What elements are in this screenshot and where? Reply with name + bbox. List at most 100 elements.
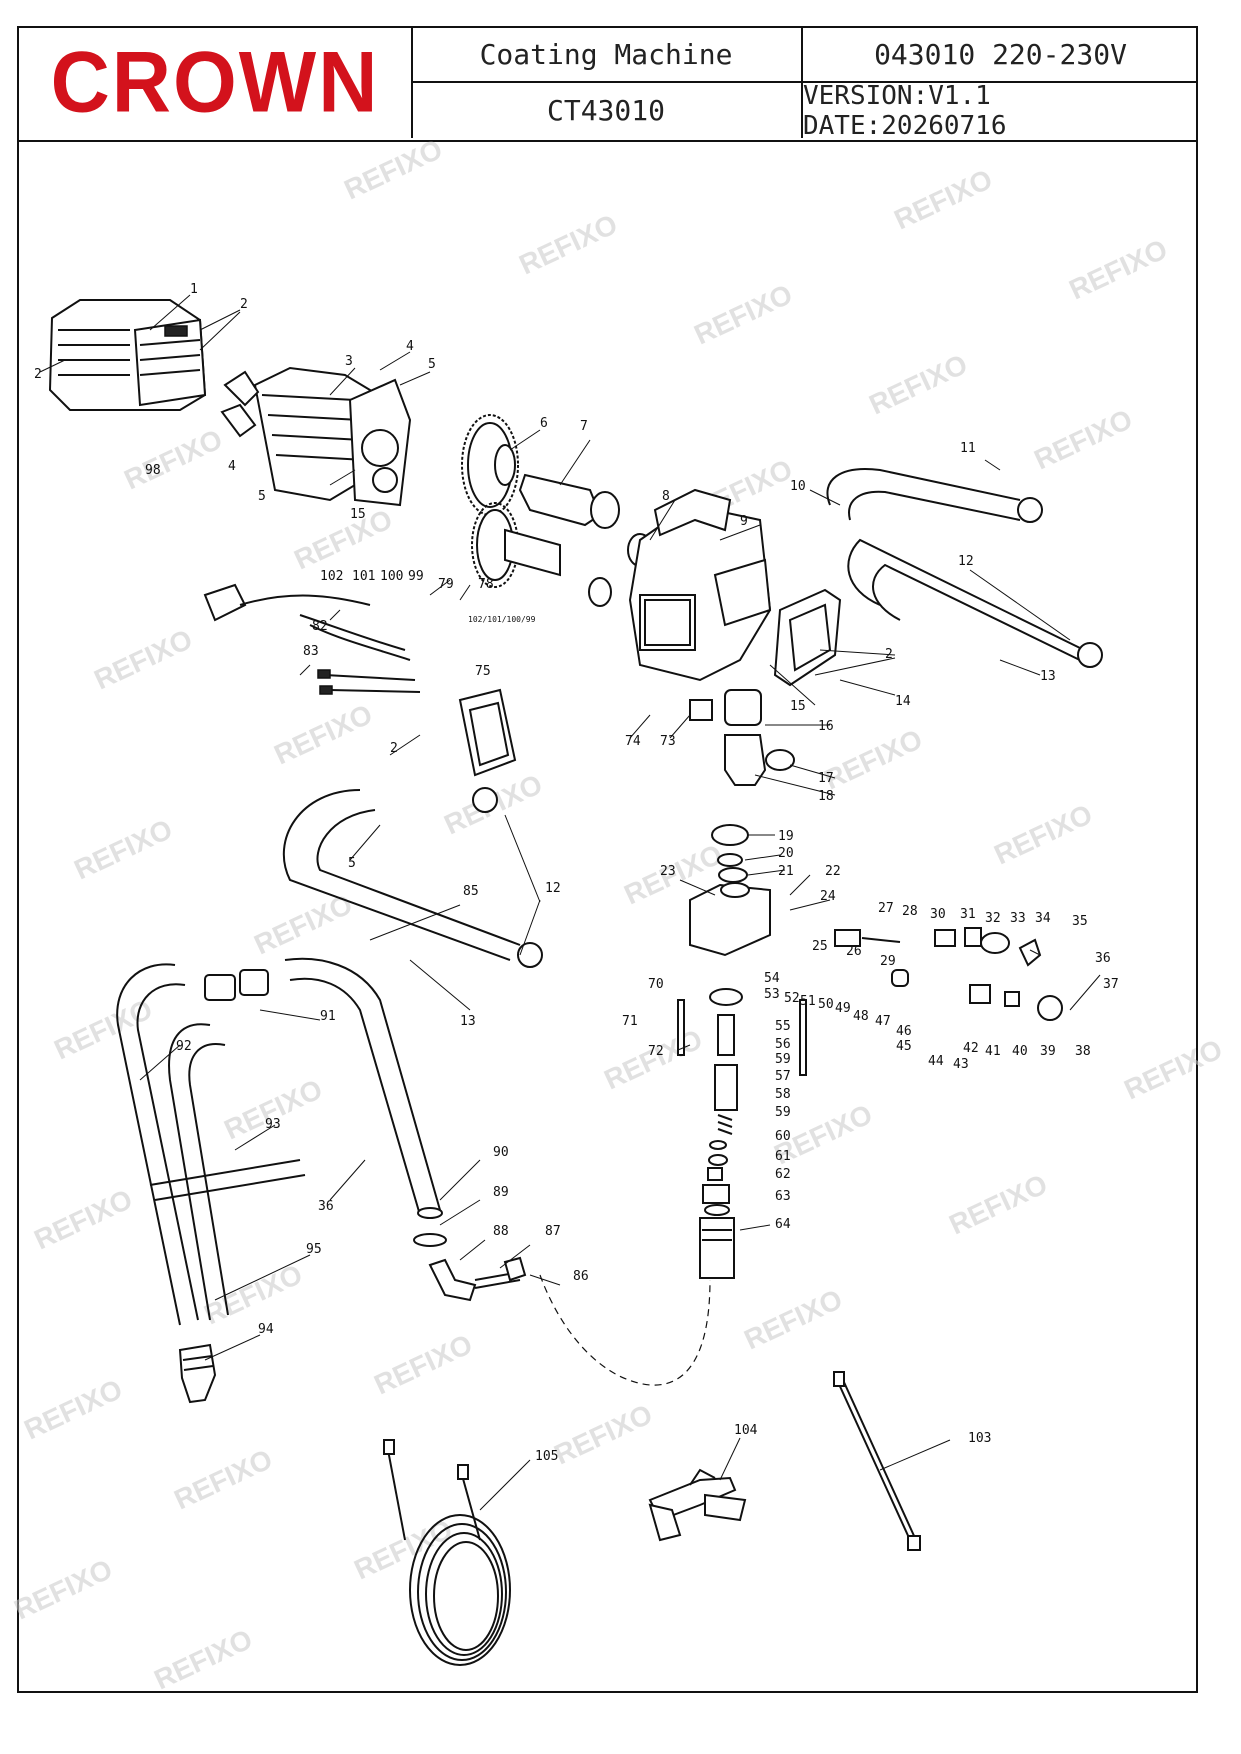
- part-label: 71: [622, 1014, 638, 1029]
- part-label: 10: [790, 479, 806, 494]
- part-label: 2: [34, 367, 42, 382]
- part-label: 56: [775, 1037, 791, 1052]
- part-label: 46: [896, 1024, 912, 1039]
- part-label: 50: [818, 997, 834, 1012]
- part-label: 5: [428, 357, 436, 372]
- part-label: 34: [1035, 911, 1051, 926]
- part-label: 85: [463, 884, 479, 899]
- piston-rod: [699, 988, 743, 1279]
- side-plate-14: [773, 588, 842, 687]
- part-label: 82: [312, 619, 328, 634]
- part-label: 35: [1072, 914, 1088, 929]
- part-label: 75: [475, 664, 491, 679]
- part-label: 88: [493, 1224, 509, 1239]
- part-label: 25: [812, 939, 828, 954]
- part-label: 20: [778, 846, 794, 861]
- shaft-7: [518, 473, 620, 529]
- watermark: REFIXO: [269, 698, 377, 770]
- pump-block: [689, 824, 771, 957]
- part-label: 26: [846, 944, 862, 959]
- model-number: CT43010: [411, 83, 803, 138]
- part-label-small: 102/101/100/99: [468, 615, 536, 624]
- watermark: REFIXO: [289, 503, 397, 575]
- part-label: 31: [960, 907, 976, 922]
- part-label: 87: [545, 1224, 561, 1239]
- part-label: 92: [176, 1039, 192, 1054]
- part-label: 22: [825, 864, 841, 879]
- handle-frame-lower: [282, 787, 543, 968]
- part-label: 36: [1095, 951, 1111, 966]
- part-label: 43: [953, 1057, 969, 1072]
- watermark: REFIXO: [149, 1623, 257, 1695]
- return-hose: [539, 1274, 711, 1386]
- part-label: 61: [775, 1149, 791, 1164]
- part-label: 2: [885, 647, 893, 662]
- part-number-labels: 1 2 2 3 4 4 5 5 6 7 8 9 10 11 12 12 13 1…: [34, 282, 1119, 1464]
- part-label: 53: [764, 987, 780, 1002]
- part-label: 40: [1012, 1044, 1028, 1059]
- watermark: REFIXO: [689, 278, 797, 350]
- part-label: 99: [408, 569, 424, 584]
- watermark: REFIXO: [9, 1553, 117, 1625]
- watermark: REFIXO: [1029, 403, 1137, 475]
- part-label: 15: [350, 507, 366, 522]
- part-label: 28: [902, 904, 918, 919]
- part-label: 19: [778, 829, 794, 844]
- part-label: 29: [880, 954, 896, 969]
- part-label: 36: [318, 1199, 334, 1214]
- part-label: 54: [764, 971, 780, 986]
- watermark: REFIXO: [219, 1073, 327, 1145]
- part-label: 11: [960, 441, 976, 456]
- part-label: 4: [406, 339, 414, 354]
- part-label: 4: [228, 459, 236, 474]
- part-label: 102: [320, 569, 343, 584]
- watermark: REFIXO: [864, 348, 972, 420]
- watermark: REFIXO: [944, 1168, 1052, 1240]
- pick-up-tube: [204, 957, 443, 1219]
- part-label: 57: [775, 1069, 791, 1084]
- part-label: 1: [190, 282, 198, 297]
- part-label: 8: [662, 489, 670, 504]
- part-label: 48: [853, 1009, 869, 1024]
- part-label: 51: [800, 994, 816, 1009]
- part-label: 90: [493, 1145, 509, 1160]
- tie-rod: [677, 999, 685, 1056]
- watermark: REFIXO: [599, 1023, 707, 1095]
- gear-6: [461, 414, 519, 516]
- watermark: REFIXO: [199, 1258, 307, 1330]
- title-block: CROWN Coating Machine CT43010 043010 220…: [19, 28, 1198, 142]
- part-label: 49: [835, 1001, 851, 1016]
- part-label: 83: [303, 644, 319, 659]
- part-label: 95: [306, 1242, 322, 1257]
- leader-lines: [39, 294, 1101, 1511]
- washer-26: [588, 577, 612, 607]
- watermark: REFIXO: [339, 133, 447, 205]
- watermark: REFIXO: [514, 208, 622, 280]
- watermark: REFIXO: [739, 1283, 847, 1355]
- extension-pole: [833, 1371, 921, 1551]
- part-label: 38: [1075, 1044, 1091, 1059]
- part-label: 64: [775, 1217, 791, 1232]
- part-label: 41: [985, 1044, 1001, 1059]
- gear-78: [471, 502, 561, 588]
- part-label: 12: [545, 881, 561, 896]
- gearbox-housing: [628, 488, 772, 682]
- part-label: 9: [740, 514, 748, 529]
- part-label: 16: [818, 719, 834, 734]
- part-label: 33: [1010, 911, 1026, 926]
- part-label: 14: [895, 694, 911, 709]
- part-label: 23: [660, 864, 676, 879]
- part-label: 98: [145, 463, 161, 478]
- inlet-filter: [178, 1343, 217, 1404]
- drawing-sheet: CROWN Coating Machine CT43010 043010 220…: [17, 26, 1198, 1693]
- part-label: 60: [775, 1129, 791, 1144]
- high-pressure-hose: [383, 1439, 511, 1666]
- watermark: REFIXO: [349, 1513, 457, 1585]
- part-label: 63: [775, 1189, 791, 1204]
- tie-rod: [799, 999, 807, 1076]
- valve-assembly: [834, 927, 1063, 1021]
- cart-frame: [116, 963, 306, 1326]
- part-label: 104: [734, 1423, 758, 1438]
- part-label: 32: [985, 911, 1001, 926]
